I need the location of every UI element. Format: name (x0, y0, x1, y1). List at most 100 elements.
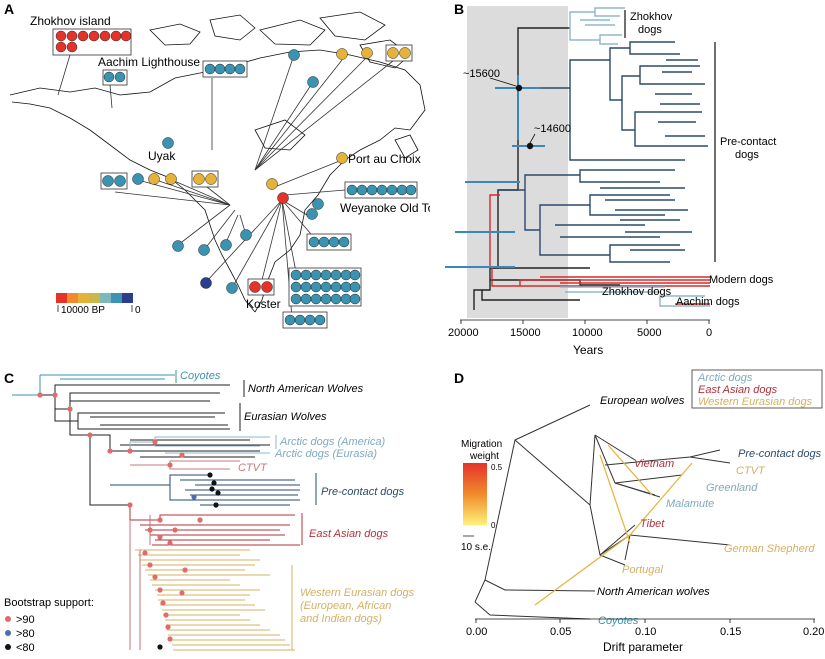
clade-eu-wolves: Eurasian Wolves (244, 411, 327, 423)
site-marker (277, 192, 289, 204)
site-marker (361, 47, 373, 59)
b-tick-4: 0 (706, 327, 712, 339)
site-marker (172, 240, 184, 252)
site-zhokhov-samples (55, 30, 132, 53)
site-marker (148, 173, 160, 185)
node-15600 (515, 84, 523, 92)
node-14600-label: ~14600 (534, 123, 571, 135)
map-coastline (9, 11, 426, 313)
site-marker (266, 178, 278, 190)
bootstrap-gt80-dot (5, 630, 11, 636)
migration-max: 0.5 (491, 463, 503, 472)
panel-d: D Arctic dogs East Asian dogs Western Eu… (430, 365, 825, 654)
b-tick-1: 15000 (510, 327, 541, 339)
leaf-ctvt: CTVT (736, 465, 766, 477)
site-marker (132, 173, 144, 185)
clade-precontact: Pre-contact dogs (321, 486, 405, 498)
panel-a: A (0, 0, 450, 340)
migration-title-2: weight (469, 451, 499, 462)
leaf-malamute: Malamute (666, 498, 714, 510)
panel-c-svg: C Coyotes North American Wolves Eurasian… (4, 370, 415, 654)
leaf-german-shepherd: German Shepherd (724, 543, 815, 555)
site-marker (312, 198, 324, 210)
site-marker (165, 173, 177, 185)
site-marker (198, 244, 210, 256)
site-weyanoke-label: Weyanoke Old Town (340, 201, 430, 215)
site-marker (307, 76, 319, 88)
b-axis-title: Years (573, 343, 603, 357)
d-legend-box (691, 369, 823, 409)
migration-gradient (463, 463, 487, 525)
clade-arctic-eurasia: Arctic dogs (Eurasia) (274, 448, 377, 460)
leaf-coyotes: Coyotes (598, 615, 639, 627)
leaf-vietnam: Vietnam (634, 458, 674, 470)
site-uyak-marker (162, 137, 174, 149)
panel-a-letter: A (4, 1, 14, 17)
panel-d-letter: D (454, 370, 464, 386)
d-axis-title: Drift parameter (603, 640, 683, 654)
d-legend-east-asian: East Asian dogs (698, 384, 778, 396)
label-precontact-1: Pre-contact (720, 136, 776, 148)
d-tick-2: 0.10 (635, 626, 656, 638)
d-tick-0: 0.00 (466, 626, 487, 638)
bootstrap-gt90: >90 (16, 614, 35, 626)
migration-title-1: Migration (461, 439, 502, 450)
d-legend-arctic: Arctic dogs (697, 372, 753, 384)
leaf-tibet: Tibet (640, 518, 665, 530)
panel-c-letter: C (4, 370, 14, 386)
panel-b-letter: B (454, 1, 464, 17)
node-15600-label: ~15600 (463, 68, 500, 80)
dated-tree (473, 7, 710, 310)
site-zhokhov-label: Zhokhov island (30, 14, 111, 28)
site-marker (240, 229, 252, 241)
site-marker (306, 208, 318, 220)
bootstrap-lt80: <80 (16, 642, 35, 654)
panel-b-svg: B (445, 1, 776, 357)
b-tick-0: 20000 (448, 327, 479, 339)
node-14600 (526, 142, 534, 150)
d-legend-western: Western Eurasian dogs (698, 396, 813, 408)
leaf-european-wolves: European wolves (600, 395, 685, 407)
label-aachim-dogs: Aachim dogs (676, 296, 740, 308)
label-zhokhov-dogs-1: Zhokhov (630, 11, 673, 23)
node-error-bars (445, 75, 545, 268)
treemix-tree (474, 404, 731, 620)
clade-east-asian: East Asian dogs (309, 528, 389, 540)
d-x-axis (475, 618, 815, 623)
bootstrap-nodes (37, 392, 221, 650)
clade-western-3: and Indian dogs) (300, 613, 382, 625)
d-tick-3: 0.15 (720, 626, 741, 638)
leaf-na-wolves: North American wolves (597, 586, 710, 598)
site-marker (336, 48, 348, 60)
panel-d-svg: D Arctic dogs East Asian dogs Western Eu… (454, 369, 824, 654)
clade-arctic-america: Arctic dogs (America) (279, 436, 385, 448)
d-tick-4: 0.20 (803, 626, 824, 638)
clade-western: Western Eurasian dogs (300, 587, 415, 599)
label-modern-dogs: Modern dogs (709, 274, 774, 286)
clade-coyotes: Coyotes (180, 370, 221, 382)
d-tick-1: 0.05 (550, 626, 571, 638)
clade-ctvt: CTVT (238, 462, 268, 474)
b-tick-3: 5000 (637, 327, 661, 339)
se-label: 10 s.e. (461, 542, 491, 553)
bootstrap-lt80-dot (5, 644, 11, 650)
b-tick-2: 10000 (572, 327, 603, 339)
clade-western-2: (European, African (300, 600, 391, 612)
bootstrap-gt80: >80 (16, 628, 35, 640)
site-uyak-label: Uyak (148, 149, 176, 163)
site-marker (226, 282, 238, 294)
leaf-greenland: Greenland (706, 482, 758, 494)
label-precontact-2: dogs (735, 149, 759, 161)
panel-a-svg: A (4, 1, 450, 329)
site-aachim-label: Aachim Lighthouse (98, 55, 200, 69)
leaf-portugal: Portugal (622, 564, 664, 576)
scale-right-label: 0 (135, 305, 141, 316)
bootstrap-gt90-dot (5, 616, 11, 622)
migration-edges (534, 444, 693, 606)
site-pac-label: Port au Choix (348, 152, 421, 166)
site-pac-marker (336, 152, 348, 164)
migration-min: 0 (491, 521, 496, 530)
age-color-scale (56, 293, 133, 312)
site-marker (288, 49, 300, 61)
site-marker (220, 239, 232, 251)
